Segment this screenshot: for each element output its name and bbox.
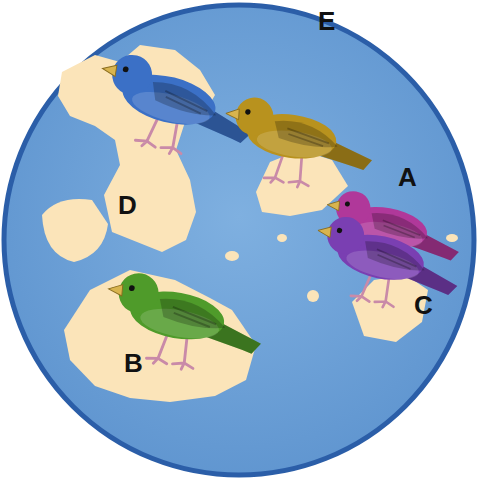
gold-finch — [217, 94, 378, 197]
island-letter: E — [318, 8, 335, 34]
island-letter: C — [414, 292, 433, 318]
island-letter: A — [398, 164, 417, 190]
island-letter: B — [124, 350, 143, 376]
island-letter: D — [118, 192, 137, 218]
purple-finch — [305, 211, 466, 321]
green-finch — [97, 268, 269, 382]
sea-circle — [4, 5, 474, 475]
